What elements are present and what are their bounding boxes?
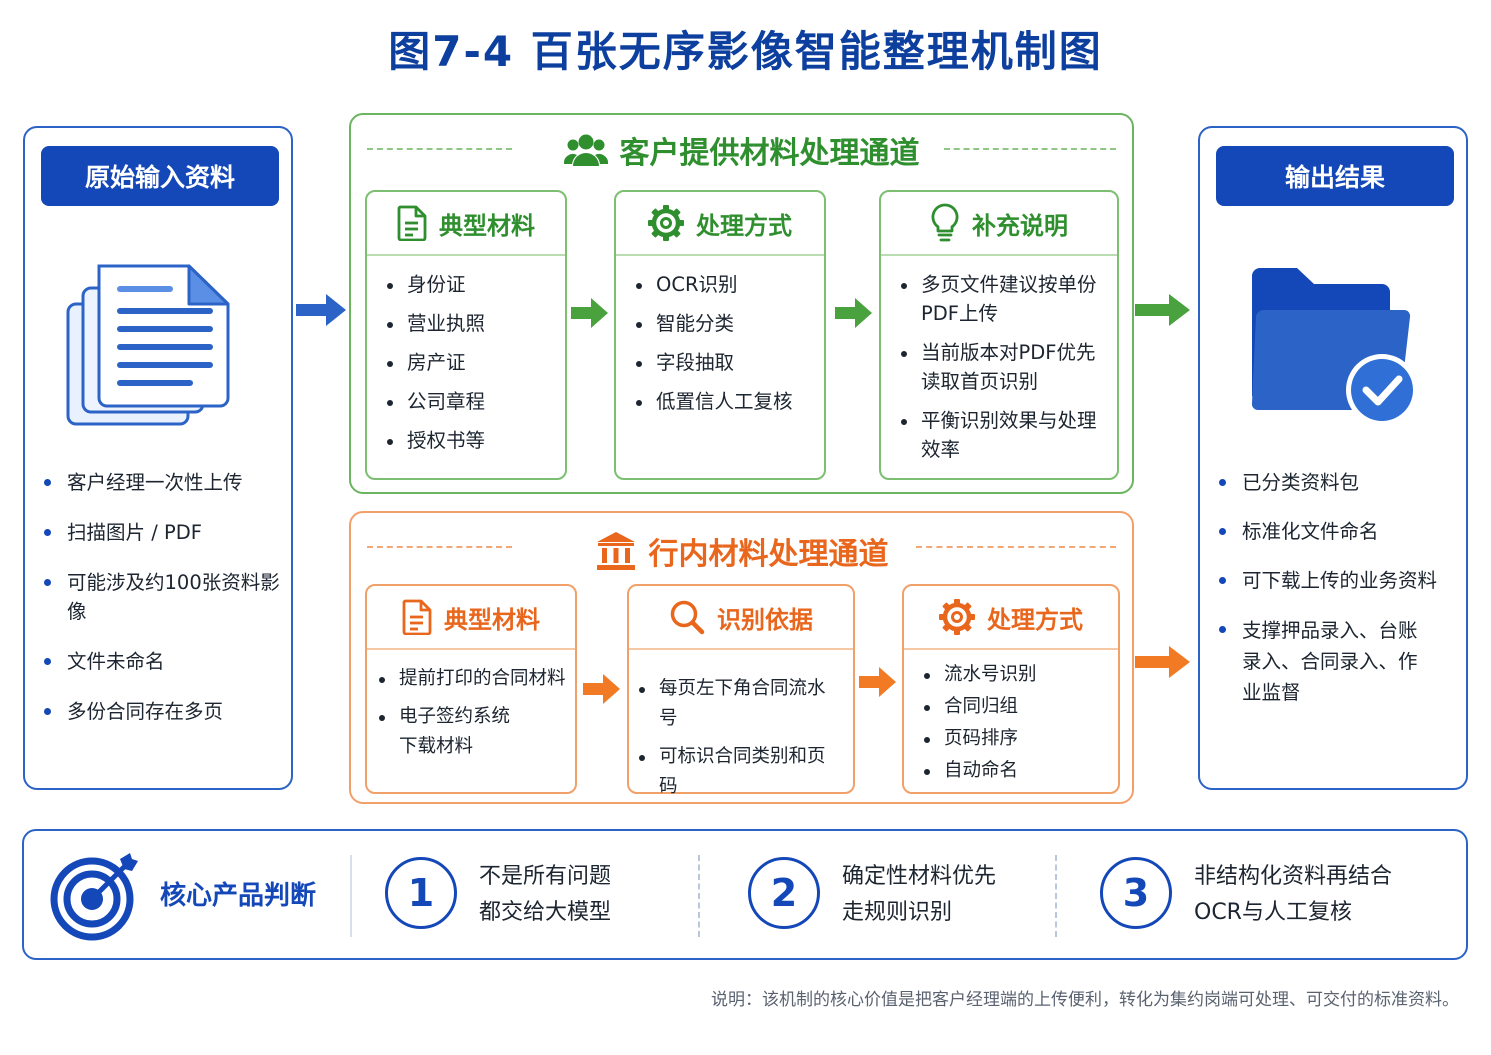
list-item: 平衡识别效果与处理效率 — [899, 406, 1103, 464]
arrow-right-icon — [571, 298, 608, 328]
search-icon — [670, 600, 705, 635]
output-panel-header: 输出结果 — [1216, 146, 1454, 206]
card-typical-materials: 典型材料 身份证 营业执照 房产证 公司章程 授权书等 — [365, 190, 567, 480]
arrow-right-icon — [1135, 646, 1190, 678]
summary-title: 核心产品判断 — [160, 881, 317, 911]
list-item: 文件未命名 — [41, 647, 291, 676]
list-item: OCR识别 — [634, 270, 814, 299]
bank-channel: 行内材料处理通道 典型材料 提前打印的合同材料 电子签约系统下载材料 — [349, 511, 1134, 804]
lightbulb-icon — [931, 203, 959, 242]
arrow-right-icon — [583, 674, 620, 704]
list-item: 电子签约系统下载材料 — [377, 702, 517, 762]
point-text: 确定性材料优先走规则识别 — [842, 864, 997, 925]
customer-channel-title: 客户提供材料处理通道 — [619, 136, 920, 171]
list-item: 多页文件建议按单份PDF上传 — [899, 270, 1103, 328]
arrow-right-icon — [835, 298, 872, 328]
card-title: 典型材料 — [444, 605, 540, 634]
list-item: 多份合同存在多页 — [41, 697, 291, 726]
list-item: 合同归组 — [922, 692, 1108, 721]
point-number: 1 — [385, 857, 457, 929]
list-item: 智能分类 — [634, 309, 814, 338]
page-title: 图7-4 百张无序影像智能整理机制图 — [388, 27, 1103, 76]
list-item: 低置信人工复核 — [634, 387, 814, 416]
list-item: 每页左下角合同流水号 — [637, 674, 843, 734]
arrow-right-icon — [1135, 294, 1190, 326]
input-panel-header: 原始输入资料 — [41, 146, 279, 206]
list-item: 可标识合同类别和页码 — [637, 742, 843, 802]
list-item: 扫描图片 / PDF — [41, 518, 291, 547]
list-item: 当前版本对PDF优先读取首页识别 — [899, 338, 1103, 396]
customer-channel: 客户提供材料处理通道 典型材料 身份证 营业执照 房产证 公司章程 授权书等 — [349, 113, 1134, 494]
card-processing-method: 处理方式 OCR识别 智能分类 字段抽取 低置信人工复核 — [614, 190, 826, 480]
list-item: 提前打印的合同材料 — [377, 664, 569, 694]
point-text: 不是所有问题都交给大模型 — [479, 864, 612, 925]
output-list: 已分类资料包 标准化文件命名 可下载上传的业务资料 支撑押品录入、台账录入、合同… — [1216, 468, 1451, 728]
list-item: 可下载上传的业务资料 — [1216, 566, 1451, 595]
list-item: 自动命名 — [922, 756, 1108, 785]
card-processing-method: 处理方式 流水号识别 合同归组 页码排序 自动命名 — [902, 584, 1120, 794]
list-item: 已分类资料包 — [1216, 468, 1451, 497]
input-list: 客户经理一次性上传 扫描图片 / PDF 可能涉及约100张资料影像 文件未命名… — [41, 468, 291, 747]
document-icon — [397, 205, 427, 241]
bank-channel-title: 行内材料处理通道 — [648, 537, 889, 572]
list-item: 身份证 — [385, 270, 555, 299]
point-number: 2 — [748, 857, 820, 929]
list-item: 公司章程 — [385, 387, 555, 416]
card-title: 识别依据 — [717, 605, 813, 634]
card-title: 处理方式 — [987, 605, 1083, 634]
point-number: 3 — [1100, 857, 1172, 929]
gear-icon — [648, 205, 684, 241]
list-item: 标准化文件命名 — [1216, 517, 1451, 546]
bank-icon — [596, 532, 635, 570]
list-item: 营业执照 — [385, 309, 555, 338]
document-icon — [402, 599, 432, 635]
list-item: 页码排序 — [922, 724, 1108, 753]
users-icon — [563, 134, 608, 166]
arrow-right-icon — [296, 294, 346, 326]
output-panel: 输出结果 已分类资料包 标准化文件命名 可下载上传的业务资料 支撑押品录入、台账… — [1198, 126, 1468, 790]
list-item: 房产证 — [385, 348, 555, 377]
document-stack-icon — [66, 264, 230, 426]
card-title: 补充说明 — [972, 211, 1068, 240]
card-supplementary-notes: 补充说明 多页文件建议按单份PDF上传 当前版本对PDF优先读取首页识别 平衡识… — [879, 190, 1119, 480]
list-item: 授权书等 — [385, 426, 555, 455]
point-text: 非结构化资料再结合OCR与人工复核 — [1194, 864, 1393, 925]
folder-check-icon — [1251, 268, 1418, 426]
list-item: 客户经理一次性上传 — [41, 468, 291, 497]
list-item: 字段抽取 — [634, 348, 814, 377]
gear-icon — [939, 599, 975, 635]
card-title: 处理方式 — [696, 211, 792, 240]
core-judgement-panel: 核心产品判断 1 不是所有问题都交给大模型 2 确定性材料优先走规则识别 3 非… — [22, 829, 1468, 960]
target-icon — [50, 853, 138, 941]
list-item: 可能涉及约100张资料影像 — [41, 568, 291, 626]
input-panel: 原始输入资料 客户经理一次性上传 扫描图片 / PDF 可能涉及约100张资料影… — [23, 126, 293, 790]
list-item: 流水号识别 — [922, 660, 1108, 689]
card-typical-materials: 典型材料 提前打印的合同材料 电子签约系统下载材料 — [365, 584, 577, 794]
arrow-right-icon — [859, 667, 896, 697]
card-title: 典型材料 — [439, 211, 535, 240]
footnote: 说明：该机制的核心价值是把客户经理端的上传便利，转化为集约岗端可处理、可交付的标… — [711, 990, 1459, 1010]
card-recognition-basis: 识别依据 每页左下角合同流水号 可标识合同类别和页码 — [627, 584, 855, 797]
list-item: 支撑押品录入、台账录入、合同录入、作业监督 — [1216, 615, 1426, 708]
